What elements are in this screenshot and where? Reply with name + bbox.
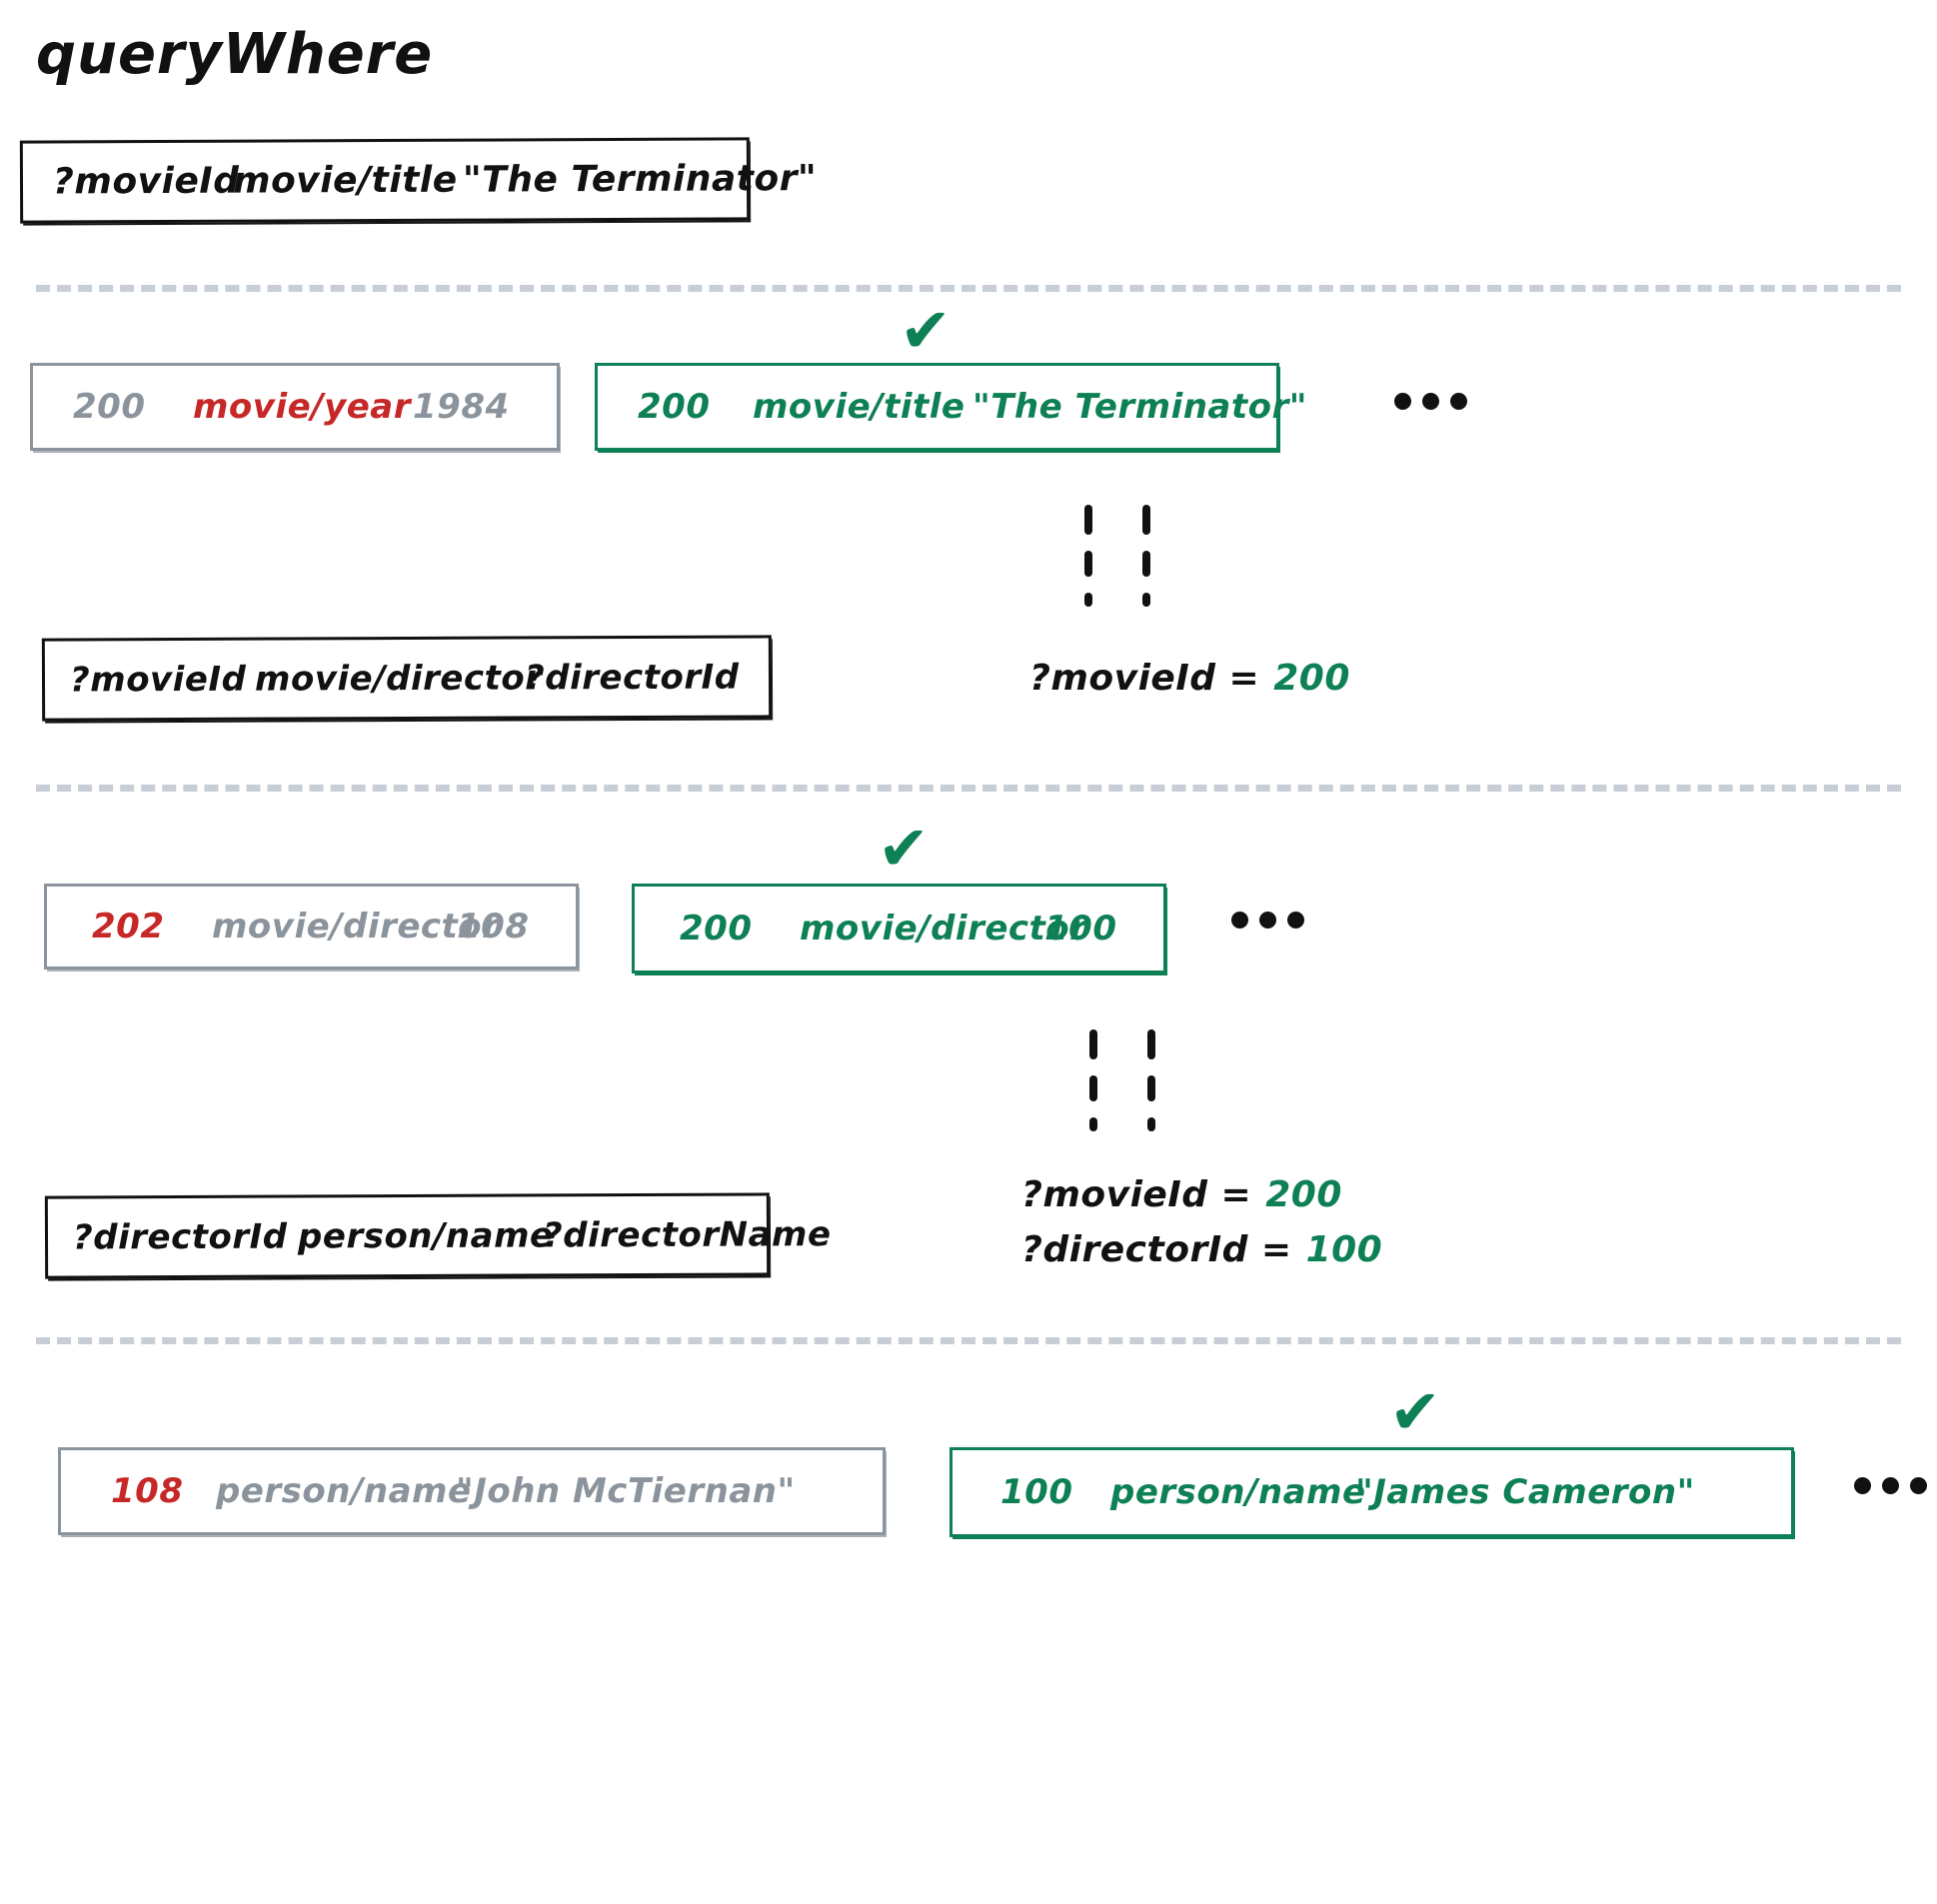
accepted-fact-1-value: "The Terminator" bbox=[972, 387, 1307, 427]
query-clause-2[interactable]: ?movieId movie/director ?directorId bbox=[41, 635, 773, 722]
rejected-fact-2-value: 108 bbox=[457, 907, 530, 947]
clause-1-value: "The Terminator" bbox=[462, 158, 818, 201]
more-facts-ellipsis-1[interactable] bbox=[1394, 393, 1467, 410]
accepted-fact-1[interactable]: 200 movie/title "The Terminator" bbox=[595, 363, 1306, 451]
ellipsis-dot bbox=[1854, 1477, 1871, 1494]
rejected-fact-2-entity: 202 bbox=[92, 907, 165, 947]
flow-connector-column bbox=[1089, 1029, 1097, 1131]
rejected-fact-3[interactable]: 108 person/name "John McTiernan" bbox=[58, 1447, 886, 1535]
flow-connector-1 bbox=[1084, 505, 1150, 607]
binding-value: 200 bbox=[1265, 1174, 1342, 1215]
rejected-fact-2-attribute: movie/director bbox=[212, 907, 500, 947]
accepted-fact-1-entity: 200 bbox=[638, 387, 711, 427]
binding-line: ?movieId = 200 bbox=[1029, 658, 1350, 699]
binding-var: ?directorId = bbox=[1021, 1229, 1292, 1270]
accepted-fact-3-value: "James Cameron" bbox=[1355, 1472, 1695, 1512]
accepted-fact-3[interactable]: 100 person/name "James Cameron" bbox=[950, 1447, 1794, 1537]
stage-separator-2 bbox=[36, 785, 1901, 792]
accept-check-icon-1: ✔ bbox=[900, 294, 953, 367]
stage-separator-3 bbox=[36, 1337, 1901, 1344]
flow-connector-column bbox=[1084, 505, 1092, 607]
binding-line: ?directorId = 100 bbox=[1021, 1229, 1382, 1270]
flow-connector-column bbox=[1147, 1029, 1155, 1131]
clause-2-attribute: movie/director bbox=[254, 657, 543, 700]
flow-connector-2 bbox=[1089, 1029, 1155, 1131]
clause-3-entity: ?directorId bbox=[72, 1216, 288, 1257]
accepted-fact-2-attribute: movie/director bbox=[800, 909, 1087, 949]
accepted-fact-2-entity: 200 bbox=[680, 909, 753, 949]
rejected-fact-1-entity: 200 bbox=[73, 387, 146, 427]
accept-check-icon-2: ✔ bbox=[878, 812, 931, 885]
clause-2-value: ?directorId bbox=[524, 657, 740, 698]
clause-3-attribute: person/name bbox=[297, 1214, 554, 1256]
rejected-fact-1[interactable]: 200 movie/year 1984 bbox=[30, 363, 560, 451]
clause-1-entity: ?movieId bbox=[52, 160, 240, 203]
rejected-fact-1-value: 1984 bbox=[413, 387, 510, 427]
binding-line: ?movieId = 200 bbox=[1021, 1174, 1382, 1215]
accepted-fact-3-entity: 100 bbox=[1000, 1472, 1073, 1512]
rejected-fact-3-entity: 108 bbox=[111, 1471, 184, 1511]
rejected-fact-2[interactable]: 202 movie/director 108 bbox=[44, 884, 579, 969]
ellipsis-dot bbox=[1910, 1477, 1927, 1494]
more-facts-ellipsis-2[interactable] bbox=[1231, 912, 1304, 929]
query-clause-1[interactable]: ?movieId movie/title "The Terminator" bbox=[19, 137, 817, 224]
binding-value: 200 bbox=[1273, 658, 1350, 699]
rejected-fact-3-value: "John McTiernan" bbox=[456, 1471, 796, 1511]
binding-value: 100 bbox=[1305, 1229, 1383, 1270]
ellipsis-dot bbox=[1287, 912, 1304, 929]
rejected-fact-1-attribute: movie/year bbox=[193, 387, 412, 427]
rejected-fact-3-attribute: person/name bbox=[216, 1471, 472, 1511]
stage-separator-1 bbox=[36, 285, 1901, 292]
binding-var: ?movieId = bbox=[1021, 1174, 1252, 1215]
accepted-fact-2[interactable]: 200 movie/director 100 bbox=[632, 884, 1166, 973]
binding-var: ?movieId = bbox=[1029, 658, 1260, 699]
ellipsis-dot bbox=[1259, 912, 1276, 929]
flow-connector-column bbox=[1142, 505, 1150, 607]
page-title: queryWhere bbox=[36, 22, 434, 87]
ellipsis-dot bbox=[1231, 912, 1248, 929]
accepted-fact-3-attribute: person/name bbox=[1110, 1472, 1366, 1512]
accepted-fact-2-value: 100 bbox=[1044, 909, 1117, 949]
clause-2-entity: ?movieId bbox=[69, 659, 247, 700]
accept-check-icon-3: ✔ bbox=[1389, 1375, 1442, 1448]
clause-1-attribute: movie/title bbox=[232, 159, 458, 202]
bindings-2: ?movieId = 200 ?directorId = 100 bbox=[1021, 1174, 1382, 1284]
query-clause-3[interactable]: ?directorId person/name ?directorName bbox=[44, 1192, 832, 1279]
ellipsis-dot bbox=[1422, 393, 1439, 410]
ellipsis-dot bbox=[1394, 393, 1411, 410]
clause-3-value: ?directorName bbox=[542, 1213, 832, 1255]
ellipsis-dot bbox=[1450, 393, 1467, 410]
ellipsis-dot bbox=[1882, 1477, 1899, 1494]
more-facts-ellipsis-3[interactable] bbox=[1854, 1477, 1927, 1494]
bindings-1: ?movieId = 200 bbox=[1029, 658, 1350, 713]
accepted-fact-1-attribute: movie/title bbox=[753, 387, 966, 427]
